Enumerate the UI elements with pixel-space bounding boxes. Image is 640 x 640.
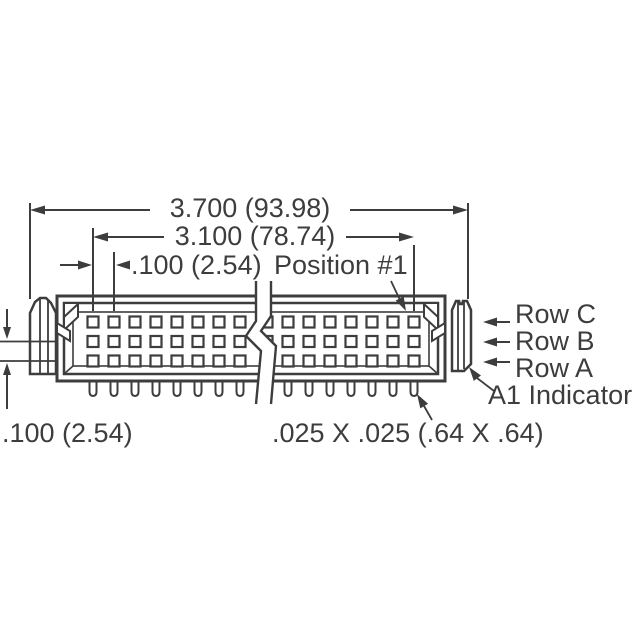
pin-contact (191, 334, 205, 349)
pin-contact (323, 334, 337, 349)
solder-leg (172, 380, 182, 398)
solder-leg (283, 380, 293, 398)
pin-contact (281, 334, 295, 349)
pin-contact (86, 334, 100, 349)
pin-contact (233, 354, 247, 368)
pin-contact (128, 315, 142, 329)
solder-leg (130, 380, 140, 398)
pin-contact (107, 354, 121, 368)
row-c-label: Row C (515, 299, 597, 329)
a1-indicator-label: A1 Indicator (488, 380, 633, 410)
a1-indicator-leader (469, 367, 495, 392)
pin-contact (323, 354, 337, 368)
pin-contact (407, 334, 421, 349)
pin-contact (281, 354, 295, 368)
pin-contact (344, 334, 358, 349)
row-a-label: Row A (515, 353, 594, 383)
position1-leader (390, 280, 406, 311)
solder-leg (367, 380, 377, 398)
solder-leg (151, 380, 161, 398)
contact-span-label: 3.100 (78.74) (174, 221, 336, 251)
pin-contact (128, 354, 142, 368)
pin-contact (86, 354, 100, 368)
pin-contact (170, 354, 184, 368)
pin-contact (386, 334, 400, 349)
break-symbol (244, 281, 278, 405)
pin-contact (323, 315, 337, 329)
row-arrows (483, 317, 510, 367)
right-mounting-tab (450, 299, 473, 373)
pin-contact (365, 334, 379, 349)
pin-contact (281, 315, 295, 329)
pin-contact (170, 315, 184, 329)
solder-leg (325, 380, 335, 398)
solder-leg (193, 380, 203, 398)
pin-contact (302, 354, 316, 368)
left-mounting-tab (28, 296, 58, 376)
pin-contact (212, 315, 226, 329)
pin-contact (128, 334, 142, 349)
pin-contact (149, 354, 163, 368)
pin-contact (191, 354, 205, 368)
solder-legs (88, 380, 419, 398)
pin-grid (86, 315, 421, 368)
pin-contact (302, 334, 316, 349)
overall-length-label: 3.700 (93.98) (169, 193, 331, 223)
solder-leg (109, 380, 119, 398)
solder-leg (409, 380, 419, 398)
row-pitch-label: .100 (2.54) (2, 418, 133, 448)
pin-contact (191, 315, 205, 329)
pin-size-leader (417, 394, 433, 421)
pin-contact (386, 315, 400, 329)
solder-leg (304, 380, 314, 398)
pin-contact (365, 354, 379, 368)
polarization-keys (56, 302, 446, 343)
dimension-pin-pitch (60, 252, 130, 311)
position1-label: Position #1 (274, 250, 408, 280)
pin-contact (149, 315, 163, 329)
pin-contact (386, 354, 400, 368)
pin-size-label: .025 X .025 (.64 X .64) (272, 418, 544, 448)
solder-leg (214, 380, 224, 398)
pin-contact (212, 354, 226, 368)
solder-leg (388, 380, 398, 398)
pin-contact (302, 315, 316, 329)
row-b-label: Row B (515, 326, 595, 356)
dimension-contact-span (92, 228, 415, 311)
pin-contact (365, 315, 379, 329)
pin-contact (86, 315, 100, 329)
pin-contact (407, 315, 421, 329)
pin-contact (212, 334, 226, 349)
pin-contact (170, 334, 184, 349)
solder-leg (346, 380, 356, 398)
dimension-overall-length (29, 203, 469, 299)
pin-contact (233, 315, 247, 329)
pin-pitch-label: .100 (2.54) (131, 250, 262, 280)
solder-leg (88, 380, 98, 398)
pin-contact (344, 354, 358, 368)
dimension-row-pitch (3, 309, 11, 409)
solder-leg (235, 380, 245, 398)
pin-contact (149, 334, 163, 349)
row-reference-lines (0, 340, 57, 362)
pin-contact (233, 334, 247, 349)
pin-contact (407, 354, 421, 368)
pin-contact (107, 334, 121, 349)
pin-contact (344, 315, 358, 329)
pin-contact (107, 315, 121, 329)
